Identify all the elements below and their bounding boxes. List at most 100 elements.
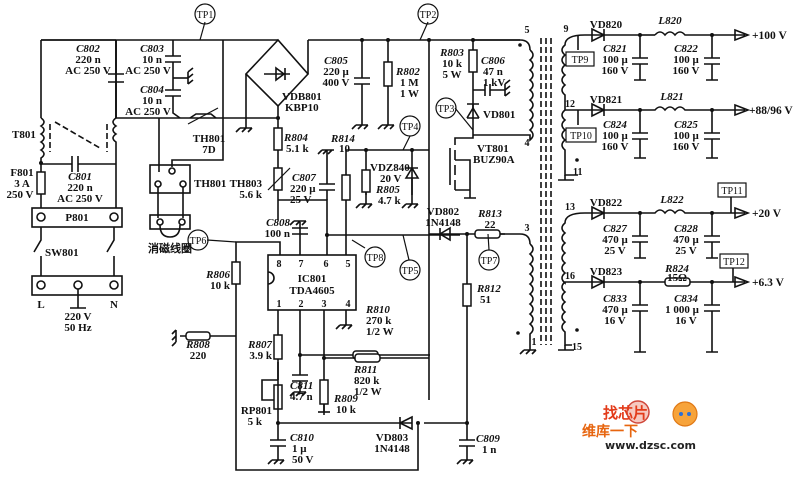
- svg-text:3: 3: [525, 223, 530, 234]
- label-C825: C825: [674, 119, 698, 131]
- label-P801: P801: [65, 212, 88, 224]
- svg-text:1 μ: 1 μ: [292, 443, 307, 455]
- svg-text:10 n: 10 n: [142, 95, 162, 107]
- tp8: TP8: [364, 246, 386, 268]
- svg-text:470 μ: 470 μ: [602, 304, 628, 316]
- label-C834: C834: [674, 293, 698, 305]
- svg-text:3 A: 3 A: [14, 178, 30, 190]
- label-T801: T801: [12, 129, 36, 141]
- label-R804: R804: [283, 132, 308, 144]
- label-C808: C808: [266, 217, 290, 229]
- svg-text:www.dzsc.com: www.dzsc.com: [605, 439, 696, 452]
- svg-text:7: 7: [299, 259, 304, 270]
- svg-text:1N4148: 1N4148: [374, 443, 410, 455]
- label-C827: C827: [603, 223, 627, 235]
- svg-text:15Ω: 15Ω: [667, 272, 687, 284]
- svg-text:470 μ: 470 μ: [673, 234, 699, 246]
- svg-text:TP6: TP6: [190, 236, 207, 247]
- label-R813: R813: [477, 208, 502, 220]
- svg-text:220 μ: 220 μ: [323, 66, 349, 78]
- svg-text:25 V: 25 V: [604, 245, 626, 257]
- svg-text:TP2: TP2: [420, 10, 437, 21]
- startup-circuit: [267, 118, 429, 240]
- tp4: TP4: [399, 115, 421, 137]
- label-VD823: VD823: [590, 266, 623, 278]
- svg-text:AC 250 V: AC 250 V: [65, 65, 111, 77]
- svg-text:50 V: 50 V: [292, 454, 314, 466]
- svg-text:5.1 k: 5.1 k: [286, 143, 310, 155]
- svg-text:TP1: TP1: [197, 10, 214, 21]
- svg-text:270 k: 270 k: [366, 315, 392, 327]
- output-label-100v: +100 V: [752, 30, 787, 42]
- svg-text:AC 250 V: AC 250 V: [125, 65, 171, 77]
- svg-text:25 V: 25 V: [675, 245, 697, 257]
- label-C809: C809: [476, 433, 500, 445]
- label-C828: C828: [674, 223, 698, 235]
- ic-TDA4605: [235, 217, 460, 420]
- svg-text:16: 16: [565, 271, 575, 282]
- svg-text:220 n: 220 n: [75, 54, 100, 66]
- label-C806: C806: [481, 55, 505, 67]
- svg-text:220 n: 220 n: [67, 182, 92, 194]
- mains-input: [31, 39, 222, 309]
- svg-text:51: 51: [480, 294, 491, 306]
- label-C822: C822: [674, 43, 698, 55]
- feedback-winding: [500, 233, 537, 355]
- svg-text:1 000 μ: 1 000 μ: [665, 304, 700, 316]
- svg-text:5 k: 5 k: [248, 416, 263, 428]
- watermark-logo: 找芯片 维库一下 www.dzsc.com: [582, 400, 698, 452]
- label-C807: C807: [292, 172, 316, 184]
- svg-text:5: 5: [525, 25, 530, 36]
- tp12: TP12: [719, 253, 749, 269]
- mascot-icon: [672, 401, 698, 427]
- svg-text:TP10: TP10: [570, 131, 592, 142]
- svg-text:10: 10: [339, 143, 351, 155]
- output-6-3v: [585, 268, 751, 353]
- svg-text:12: 12: [565, 99, 575, 110]
- label-C802: C802: [76, 43, 100, 55]
- svg-text:TP3: TP3: [438, 104, 455, 115]
- secondary-windings: [558, 34, 586, 351]
- svg-text:1 n: 1 n: [482, 444, 496, 456]
- svg-text:10 k: 10 k: [336, 404, 357, 416]
- label-C801: C801: [68, 171, 92, 183]
- tp10: TP10: [565, 127, 597, 143]
- label-R811: R811: [353, 364, 377, 376]
- label-mains-frequency: 50 Hz: [64, 322, 91, 334]
- svg-text:160 V: 160 V: [673, 65, 700, 77]
- label-VD801: VD801: [483, 109, 515, 121]
- svg-text:160 V: 160 V: [602, 141, 629, 153]
- svg-text:1N4148: 1N4148: [425, 217, 461, 229]
- label-TH803: TH803: [230, 178, 263, 190]
- svg-text:160 V: 160 V: [673, 141, 700, 153]
- tp7: TP7: [478, 249, 500, 271]
- svg-text:47 n: 47 n: [483, 66, 503, 78]
- svg-text:820 k: 820 k: [354, 375, 380, 387]
- label-R812: R812: [476, 283, 501, 295]
- label-L822: L822: [659, 194, 684, 206]
- label-TH801-thermistor: TH801: [193, 133, 225, 145]
- label-VD821: VD821: [590, 94, 622, 106]
- svg-text:TP4: TP4: [402, 122, 419, 133]
- label-R809: R809: [333, 393, 358, 405]
- transformer-core: [540, 38, 552, 345]
- svg-text:TDA4605: TDA4605: [289, 285, 335, 297]
- label-VDZ840: VDZ840: [370, 162, 410, 174]
- svg-text:10 k: 10 k: [210, 280, 231, 292]
- svg-text:AC 250 V: AC 250 V: [57, 193, 103, 205]
- label-C804: C804: [140, 84, 164, 96]
- label-R802: R802: [395, 66, 420, 78]
- svg-text:2: 2: [299, 299, 304, 310]
- svg-text:6: 6: [324, 259, 329, 270]
- svg-text:7D: 7D: [202, 144, 216, 156]
- svg-text:KBP10: KBP10: [285, 102, 319, 114]
- mosfet-VT801: [449, 135, 476, 199]
- svg-text:1: 1: [532, 337, 537, 348]
- label-R810: R810: [365, 304, 390, 316]
- label-R803: R803: [439, 47, 464, 59]
- svg-text:1: 1: [277, 299, 282, 310]
- output-label-6-3v: +6.3 V: [752, 277, 785, 289]
- label-C810: C810: [290, 432, 314, 444]
- svg-text:160 V: 160 V: [602, 65, 629, 77]
- labels: C802 220 n AC 250 V C803 10 n AC 250 V C…: [7, 15, 794, 466]
